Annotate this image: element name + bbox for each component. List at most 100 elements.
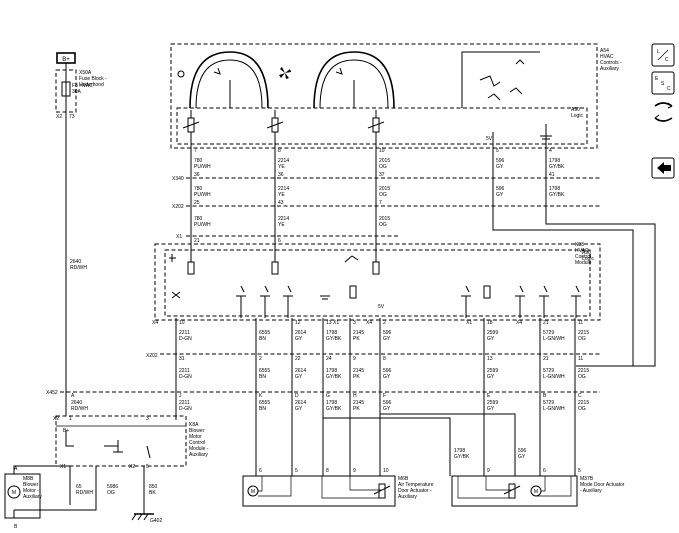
upper-wire-color: GY xyxy=(496,192,504,198)
location-code-l: L xyxy=(657,49,660,55)
actuator-pin: 6 xyxy=(259,468,262,474)
lower-wire-color: D-GN xyxy=(179,374,192,380)
actuator-pin: 9 xyxy=(487,468,490,474)
hvac-controls-voltage: 5V xyxy=(486,136,493,142)
fuse-name-1: F8 HVAC xyxy=(72,83,93,89)
ground-label: G402 xyxy=(150,518,162,524)
location-code-c: C xyxy=(665,57,669,63)
hvac-module-logic-2: Logic xyxy=(582,256,594,262)
lower-wire-circuit: 5729 xyxy=(543,400,554,406)
back-arrow-icon xyxy=(657,162,671,174)
fuse-block-name-3: Underhood xyxy=(79,82,104,88)
esc-c: C xyxy=(667,86,671,92)
upper-wire-pin: 4 xyxy=(549,148,552,154)
blower-motor-icon xyxy=(7,485,21,499)
actuator-pin: 10 xyxy=(383,468,389,474)
blower-motor-control-module: B+ K8A Blower Motor Control Module - Aux… xyxy=(53,415,209,470)
actuator-pin: 8 xyxy=(326,468,329,474)
fuse-name-2: 30A xyxy=(72,89,82,95)
upper-wire-circuit: 2214 xyxy=(278,186,289,192)
floor-mode-icon xyxy=(487,93,501,101)
upper-wire-color: GY/BK xyxy=(549,192,565,198)
lower-wire-circuit: 1798 xyxy=(326,368,337,374)
x452-pin: J xyxy=(179,393,182,399)
defrost-icon xyxy=(515,59,525,65)
x452-pin: F xyxy=(383,393,386,399)
upper-wire-circuit: 2015 xyxy=(379,186,390,192)
upper-wire-circuit: 596 xyxy=(496,158,505,164)
wire-65-color: RD/WH xyxy=(76,490,93,496)
x452-pin: B xyxy=(543,393,547,399)
upper-wire-circuit: 1798 xyxy=(549,186,560,192)
x1-upper-label: X1 xyxy=(176,234,182,240)
blower-motor-name-4: Auxiliary xyxy=(23,494,42,500)
actuator-pin: 9 xyxy=(353,468,356,474)
lower-wire-color: OG xyxy=(578,336,586,342)
x340-pin: 36 xyxy=(194,172,200,178)
fan-knob-arc xyxy=(189,51,269,109)
hvac-module-name-1: K33 xyxy=(575,242,584,248)
input-switch-icon xyxy=(169,254,176,262)
hvac-controls-logic-2: Logic xyxy=(571,113,583,119)
fuse-pin-73: 73 xyxy=(69,114,75,120)
upper-wire-circuit: 2214 xyxy=(278,158,289,164)
lower-wire-color: OG xyxy=(578,374,586,380)
ground-wire-color: BK xyxy=(149,490,156,496)
lower-wire-color: GY xyxy=(487,406,495,412)
upper-wire-color: GY xyxy=(496,164,504,170)
blower-motor-pin-a: A xyxy=(14,466,18,472)
hvac-controls-auxiliary: A54 HVAC Controls - Auxiliary A90 Logic … xyxy=(170,43,622,149)
hvac-controls-name-3: Controls - xyxy=(600,60,622,66)
upper-wire-circuit: 596 xyxy=(496,186,505,192)
upper-wire-color: OG xyxy=(379,222,387,228)
x202-lower-pin: 11 xyxy=(578,356,583,362)
esc-s: S xyxy=(661,81,665,87)
wire-596-gy-mode xyxy=(379,392,516,476)
wire-2640-circuit: 2640 xyxy=(70,259,81,265)
lower-wire-circuit: 5729 xyxy=(543,330,554,336)
x202-lower-pin: 31 xyxy=(179,356,185,362)
module-pin: 2 xyxy=(383,320,386,326)
esc-button[interactable] xyxy=(651,71,675,95)
lower-wire-circuit: 2211 xyxy=(179,368,190,374)
mode-extra-color: GY xyxy=(518,454,526,460)
air-temp-motor-symbol: M xyxy=(251,489,255,495)
blower-motor-name-2: Blower xyxy=(23,482,39,488)
blower-motor-outline xyxy=(4,473,41,519)
blower-motor-pin-b: B xyxy=(14,524,18,530)
blower-module-outline xyxy=(55,415,187,467)
module-resistor-3 xyxy=(372,261,380,275)
x452-pin: C xyxy=(578,393,582,399)
x202-lower-pin: 8 xyxy=(383,356,386,362)
x1-pin: 6 xyxy=(278,238,281,244)
upper-wire-pin: 5 xyxy=(496,148,499,154)
lower-wire-circuit: 2215 xyxy=(578,368,589,374)
blower-module-pin-3: 3 xyxy=(146,416,149,422)
hvac-module-name-3: Control xyxy=(575,254,591,260)
module-pin: 18 xyxy=(487,320,493,326)
upper-wire-color: OG xyxy=(379,192,387,198)
temp-knob-pointer-icon xyxy=(335,67,343,75)
output-driver-icon xyxy=(171,291,181,299)
upper-wire-circuit: 780 xyxy=(194,186,203,192)
lower-wire-circuit: 2614 xyxy=(295,400,306,406)
lower-wire-circuit: 2599 xyxy=(487,330,498,336)
lower-wire-color: GY xyxy=(295,374,303,380)
mode-extra-color: GY/BK xyxy=(454,454,470,460)
rotation-arrow-icon[interactable] xyxy=(654,102,673,122)
x202-lower-pin: 13 xyxy=(487,356,493,362)
upper-wire-circuit: 780 xyxy=(194,158,203,164)
fan-knob-pointer-icon xyxy=(213,67,221,75)
lower-wire-color: GY xyxy=(383,406,391,412)
ground-g402: 850 BK G402 xyxy=(131,466,162,524)
upper-wire-run: X340 X202 X1 7780PU/WH36780PU/WH25780PU/… xyxy=(172,132,656,367)
hvac-control-module: K33 HVAC Control Module A90 Logic 5V X4 … xyxy=(152,242,601,326)
x1-pin: 21 xyxy=(194,238,200,244)
blower-module-name-2: Blower xyxy=(189,428,205,434)
wire-5986-circuit: 5986 xyxy=(107,484,118,490)
blower-module-name-1: K8A xyxy=(189,422,199,428)
x202-lower-pin: 22 xyxy=(295,356,301,362)
upper-wire-color: GY/BK xyxy=(549,164,565,170)
upper-wire-circuit: 780 xyxy=(194,216,203,222)
